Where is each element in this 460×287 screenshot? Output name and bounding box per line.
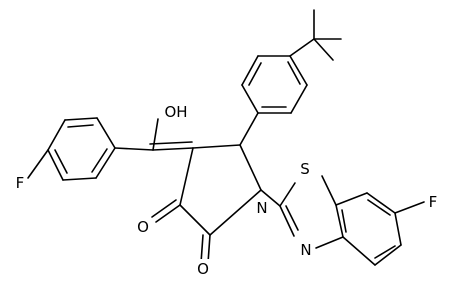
bond	[374, 244, 402, 266]
bond	[149, 141, 193, 145]
bond	[241, 84, 259, 114]
bond	[95, 147, 116, 179]
bond	[367, 199, 391, 216]
bond	[285, 205, 299, 231]
bond	[289, 38, 315, 57]
bond	[290, 84, 308, 114]
bond	[54, 149, 68, 174]
fluoro-label-left: F	[16, 174, 25, 192]
bond	[289, 55, 308, 86]
bond	[366, 192, 396, 214]
bond	[152, 147, 194, 151]
thiazole-nitrogen-label: N	[300, 241, 311, 259]
bond	[342, 236, 376, 266]
carbonyl-oxygen-label-left: O	[137, 218, 149, 236]
bond	[260, 189, 281, 207]
atom-labels: OH F O O N S N F	[13, 103, 440, 279]
thiazole-sulfur-label: S	[300, 160, 310, 178]
bond	[313, 38, 334, 61]
carbonyl-oxygen-label-right: O	[197, 260, 209, 278]
bond	[374, 245, 396, 259]
bond	[209, 189, 262, 236]
bond	[62, 177, 97, 181]
bond	[96, 117, 116, 149]
enol-group	[114, 118, 194, 151]
bond	[341, 209, 347, 233]
bond	[241, 55, 259, 86]
bond	[200, 234, 204, 264]
bond	[239, 112, 259, 146]
fluoro-label-right: F	[429, 193, 438, 211]
ring-nitrogen-label: N	[256, 199, 267, 217]
benzothiazole-ring	[279, 175, 425, 266]
hydroxyl-label: OH	[164, 103, 187, 121]
bond	[315, 236, 344, 249]
bond	[155, 204, 181, 223]
bond	[335, 204, 344, 238]
bond	[152, 118, 159, 151]
pyrrolidine-ring	[151, 144, 281, 264]
bond	[394, 212, 402, 246]
bond	[279, 182, 296, 207]
bond	[287, 61, 301, 85]
bond	[114, 147, 154, 151]
bond	[151, 199, 177, 218]
bond	[64, 117, 98, 121]
bond	[47, 149, 64, 181]
bond	[27, 149, 49, 179]
tert-butylphenyl-ring	[239, 55, 308, 146]
bond	[67, 124, 94, 128]
fluorophenyl-ring	[27, 117, 116, 181]
bond	[192, 144, 241, 149]
bond	[394, 201, 425, 214]
bond	[179, 147, 194, 206]
bond	[47, 119, 66, 151]
bond	[207, 234, 211, 264]
bond	[179, 204, 211, 236]
bond	[321, 175, 337, 206]
bond	[91, 148, 108, 173]
bond	[335, 192, 368, 206]
tert-butyl-group	[289, 9, 342, 61]
bond	[239, 144, 262, 191]
bond	[248, 62, 262, 86]
bond	[279, 205, 295, 237]
